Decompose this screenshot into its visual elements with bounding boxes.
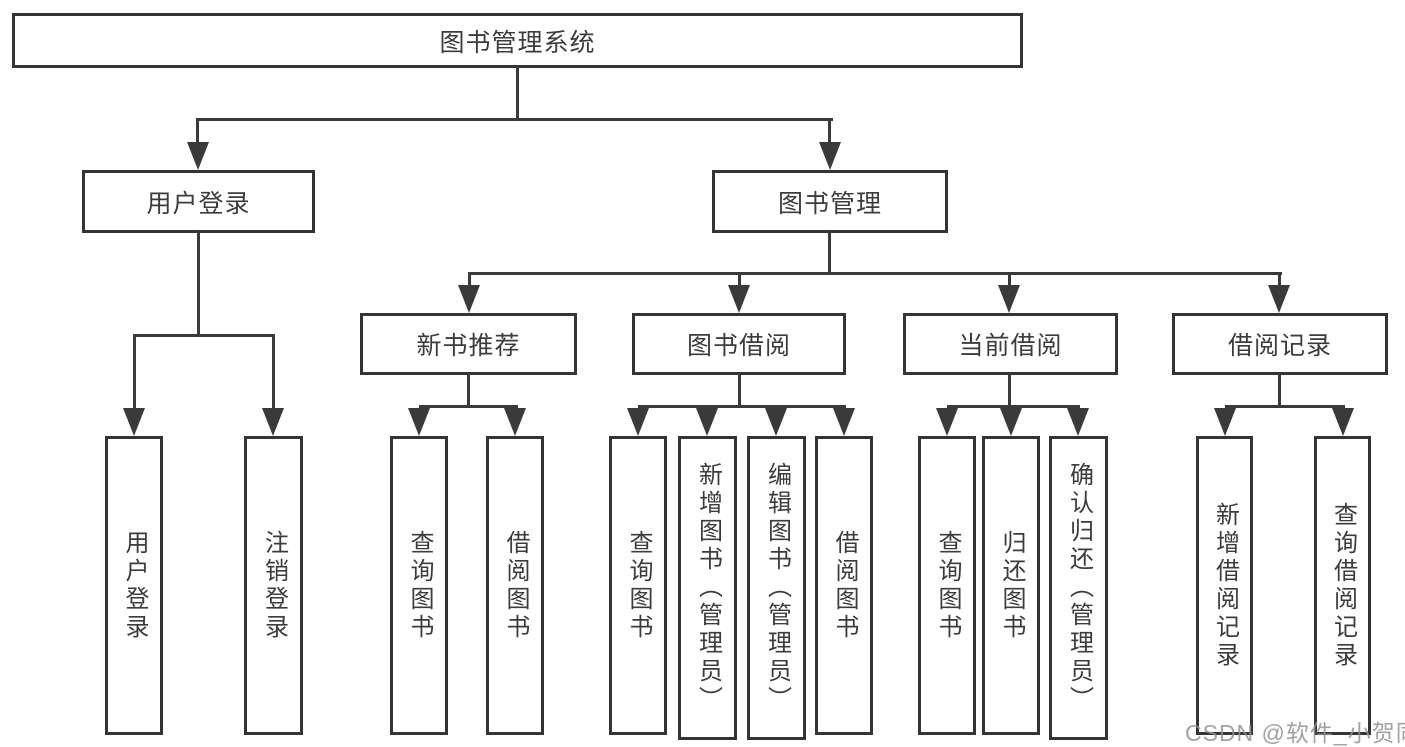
arrowhead-down-icon <box>998 285 1020 313</box>
leaf-label: 新增图书（管理员） <box>694 462 722 714</box>
node-label: 新书推荐 <box>416 332 521 360</box>
arrowhead-down-icon <box>765 408 787 436</box>
connector-cross <box>947 405 1080 408</box>
leaf-add-book-admin: 新增图书（管理员） <box>678 436 737 740</box>
arrowhead-down-icon <box>1000 408 1022 436</box>
leaf-user-login: 用户登录 <box>105 436 163 735</box>
node-label: 图书管理系统 <box>439 28 596 57</box>
arrowhead-down-icon <box>123 408 145 436</box>
leaf-query-books-recommend: 查询图书 <box>390 436 448 735</box>
leaf-edit-book-admin: 编辑图书（管理员） <box>747 436 806 740</box>
leaf-label: 归还图书 <box>998 529 1025 642</box>
connector-root-cross <box>196 118 833 121</box>
connector-userlogin-stem <box>197 231 200 336</box>
connector-root-stem <box>516 66 519 120</box>
leaf-logout: 注销登录 <box>244 436 303 735</box>
arrowhead-down-icon <box>1332 408 1354 436</box>
arrowhead-down-icon <box>1268 285 1290 313</box>
leaf-label: 注销登录 <box>260 529 288 642</box>
node-library-management-system: 图书管理系统 <box>12 13 1023 68</box>
leaf-return-book: 归还图书 <box>982 436 1040 735</box>
arrowhead-down-icon <box>696 408 718 436</box>
node-label: 借阅记录 <box>1227 332 1332 360</box>
leaf-label: 借阅图书 <box>502 529 529 642</box>
node-borrowing-records: 借阅记录 <box>1172 313 1388 375</box>
node-book-borrowing: 图书借阅 <box>632 313 846 375</box>
leaf-query-borrow-record: 查询借阅记录 <box>1314 436 1371 735</box>
connector-stub <box>738 272 741 288</box>
connector-cross <box>638 405 846 408</box>
arrowhead-down-icon <box>1214 408 1236 436</box>
leaf-borrow-books: 借阅图书 <box>815 436 873 735</box>
node-label: 图书管理 <box>777 189 882 218</box>
arrowhead-down-icon <box>408 408 430 436</box>
connector-stem <box>1008 373 1011 407</box>
arrowhead-down-icon <box>1067 408 1089 436</box>
leaf-query-books-borrowing: 查询图书 <box>609 436 667 735</box>
leaf-confirm-return-admin: 确认归还（管理员） <box>1049 436 1108 740</box>
connector-stub <box>133 334 136 410</box>
leaf-borrow-books-recommend: 借阅图书 <box>486 436 544 735</box>
leaf-query-books-current: 查询图书 <box>918 436 976 735</box>
connector-stub <box>828 118 831 146</box>
connector-bookmgmt-cross <box>468 272 1282 275</box>
leaf-label: 用户登录 <box>121 529 148 642</box>
connector-cross <box>419 405 518 408</box>
connector-stem <box>1278 373 1281 407</box>
node-label: 当前借阅 <box>958 332 1063 360</box>
connector-stub <box>196 118 199 146</box>
node-label: 用户登录 <box>146 189 251 218</box>
watermark: CSDN @软件_小贺同学 <box>1185 720 1405 746</box>
connector-stem <box>467 373 470 407</box>
connector-stem <box>738 373 741 407</box>
arrowhead-down-icon <box>262 408 284 436</box>
connector-stub <box>1008 272 1011 288</box>
node-current-borrowing: 当前借阅 <box>903 313 1118 375</box>
arrowhead-down-icon <box>819 142 841 170</box>
leaf-label: 查询图书 <box>406 529 433 642</box>
connector-cross <box>1225 405 1345 408</box>
node-label: 图书借阅 <box>686 332 791 360</box>
leaf-add-borrow-record: 新增借阅记录 <box>1196 436 1253 735</box>
arrowhead-down-icon <box>936 408 958 436</box>
leaf-label: 查询图书 <box>934 529 961 642</box>
arrowhead-down-icon <box>504 408 526 436</box>
leaf-label: 确认归还（管理员） <box>1065 462 1093 714</box>
connector-stub <box>1278 272 1281 288</box>
node-new-book-recommendation: 新书推荐 <box>360 313 577 375</box>
arrowhead-down-icon <box>627 408 649 436</box>
arrowhead-down-icon <box>458 285 480 313</box>
leaf-label: 编辑图书（管理员） <box>763 462 791 714</box>
leaf-label: 新增借阅记录 <box>1211 501 1239 670</box>
connector-stub <box>468 272 471 288</box>
arrowhead-down-icon <box>728 285 750 313</box>
leaf-label: 查询图书 <box>625 529 652 642</box>
connector-userlogin-cross <box>133 334 275 337</box>
connector-bookmgmt-stem <box>828 231 831 274</box>
connector-stub <box>272 334 275 410</box>
node-book-management: 图书管理 <box>712 170 948 233</box>
arrowhead-down-icon <box>833 408 855 436</box>
leaf-label: 查询借阅记录 <box>1329 501 1357 670</box>
node-user-login: 用户登录 <box>82 170 315 233</box>
arrowhead-down-icon <box>187 142 209 170</box>
leaf-label: 借阅图书 <box>831 529 858 642</box>
